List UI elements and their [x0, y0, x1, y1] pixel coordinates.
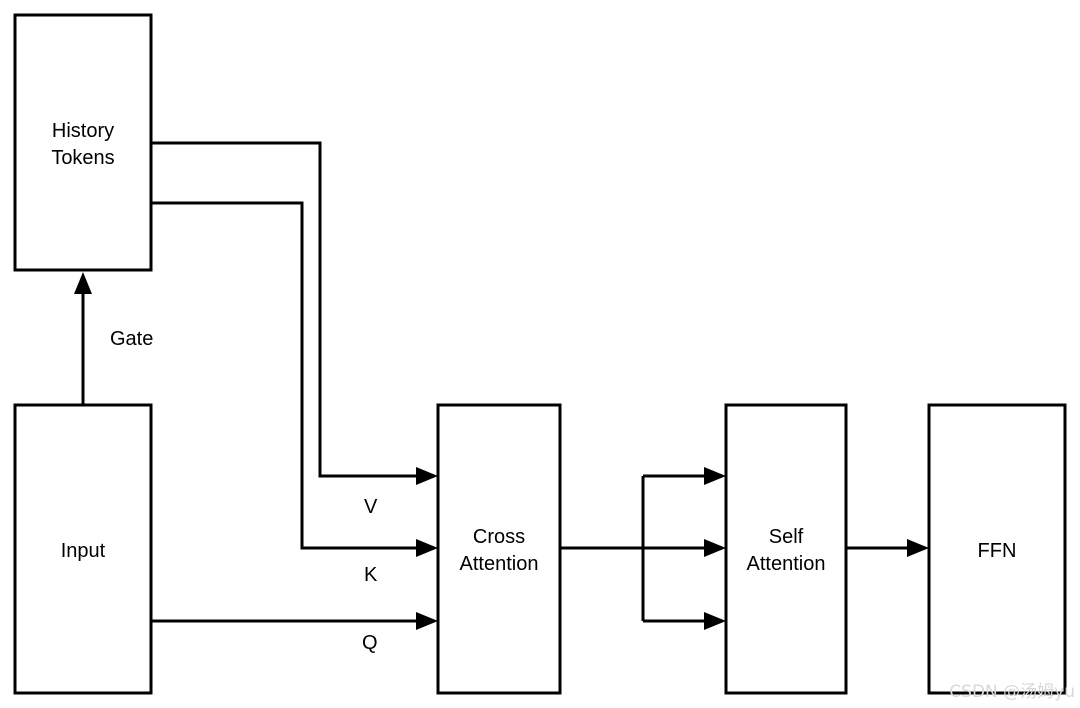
history-tokens-label-line1: History — [52, 120, 114, 142]
v-edge: V — [151, 141, 438, 518]
k-edge: K — [151, 201, 438, 586]
cross-attention-node: Cross Attention — [436, 403, 562, 695]
self-middle-arrowhead — [704, 539, 726, 557]
q-edge: Q — [151, 612, 438, 654]
ffn-label: FFN — [978, 540, 1017, 562]
cross-to-self-edge — [560, 467, 726, 630]
history-tokens-label-line2: Tokens — [51, 147, 114, 169]
input-label: Input — [61, 540, 106, 562]
ffn-arrowhead — [907, 539, 929, 557]
ffn-node: FFN — [927, 403, 1067, 695]
gate-label: Gate — [110, 328, 153, 350]
self-top-arrowhead — [704, 467, 726, 485]
v-label: V — [364, 496, 378, 518]
cross-attention-label-line2: Attention — [460, 553, 539, 575]
cross-attention-label-line1: Cross — [473, 526, 525, 548]
watermark-text: CSDN @汤姆yu — [949, 682, 1075, 702]
gate-arrowhead — [74, 272, 92, 294]
self-bottom-arrowhead — [704, 612, 726, 630]
self-attention-label-line1: Self — [769, 526, 804, 548]
input-node: Input — [13, 403, 153, 695]
k-arrowhead — [416, 539, 438, 557]
v-arrowhead — [416, 467, 438, 485]
q-arrowhead — [416, 612, 438, 630]
q-label: Q — [362, 632, 378, 654]
self-attention-label-line2: Attention — [747, 553, 826, 575]
k-label: K — [364, 564, 378, 586]
history-tokens-node: History Tokens — [13, 13, 153, 272]
self-attention-node: Self Attention — [724, 403, 848, 695]
gate-edge: Gate — [74, 272, 153, 405]
self-to-ffn-edge — [846, 539, 929, 557]
